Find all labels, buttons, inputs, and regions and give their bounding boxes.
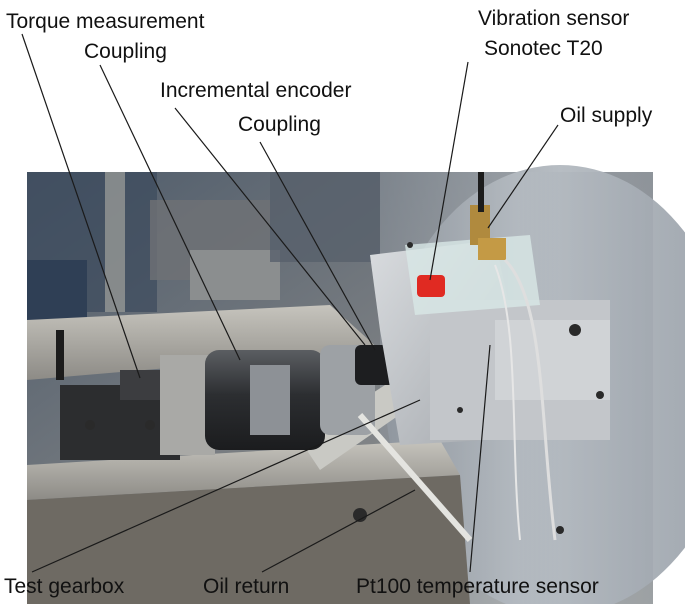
label-sonotec: Sonotec T20 — [484, 37, 603, 60]
label-test-gearbox: Test gearbox — [4, 575, 125, 598]
label-torque-measurement: Torque measurement — [6, 10, 205, 33]
label-oil-return: Oil return — [203, 575, 290, 598]
label-coupling-2: Coupling — [238, 113, 321, 136]
label-incremental-encoder: Incremental encoder — [160, 79, 352, 102]
label-coupling-1: Coupling — [84, 40, 167, 63]
label-oil-supply: Oil supply — [560, 104, 653, 127]
label-vibration-sensor: Vibration sensor — [478, 7, 630, 30]
label-pt100: Pt100 temperature sensor — [356, 575, 599, 598]
